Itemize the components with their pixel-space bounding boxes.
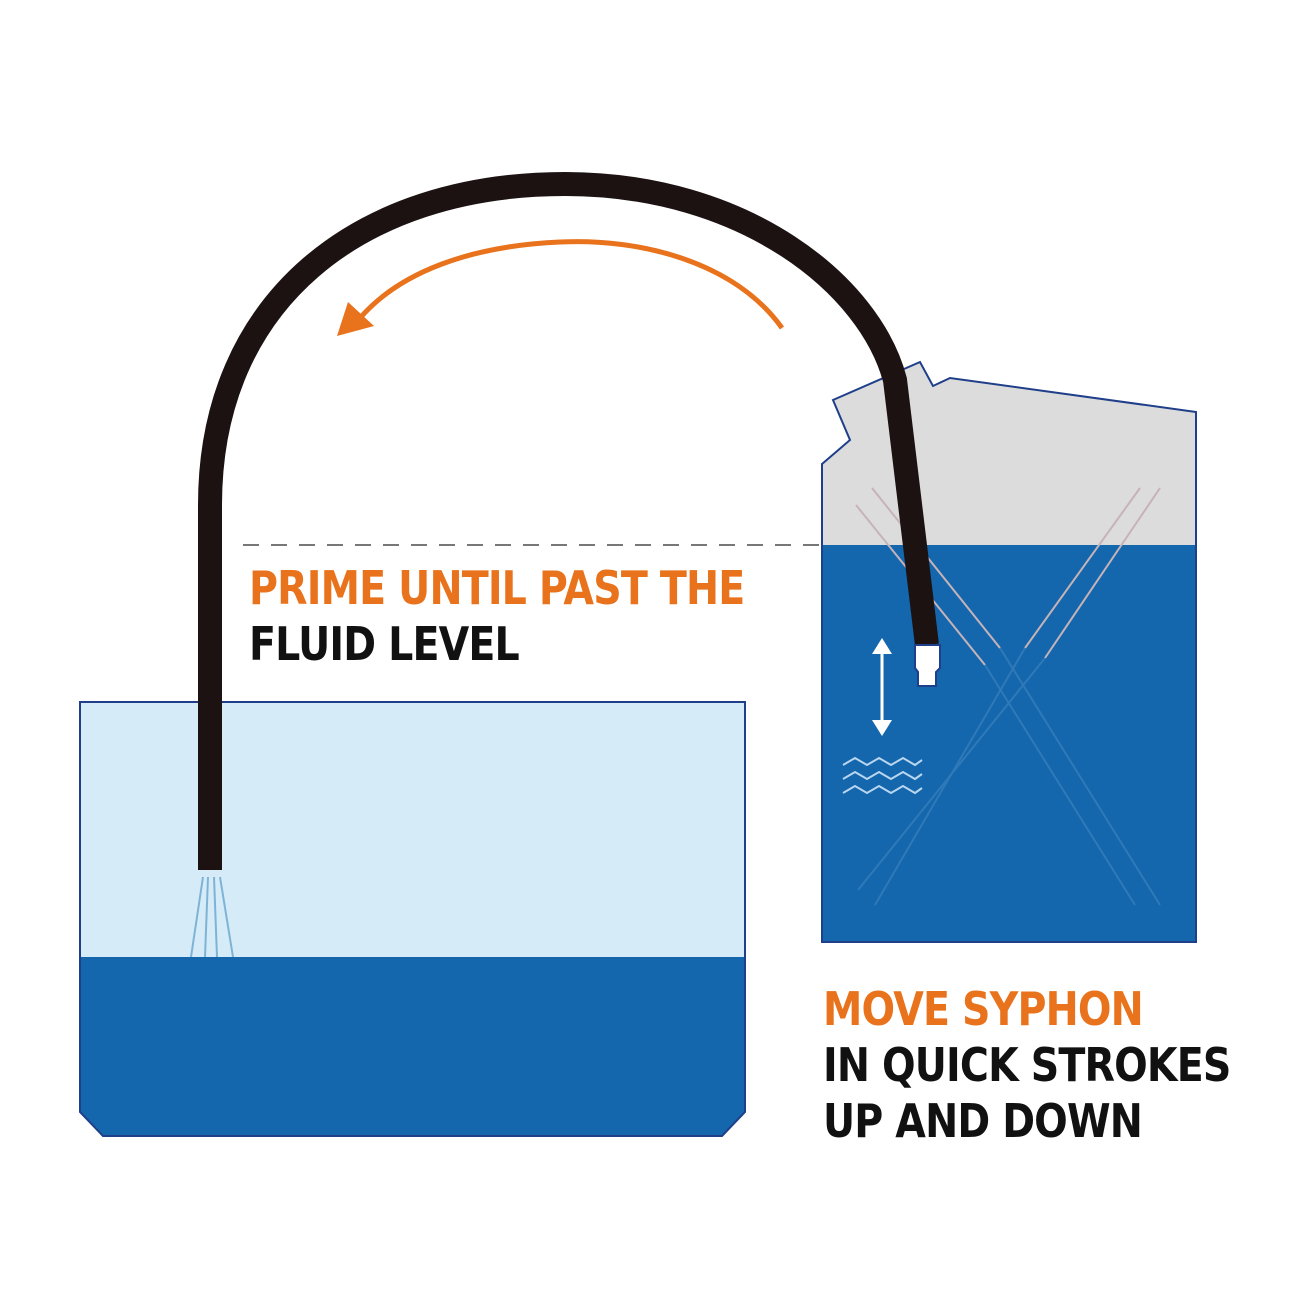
flow-direction-arrow bbox=[337, 239, 785, 336]
tub-outline bbox=[79, 701, 746, 1137]
prime-caption: PRIME UNTIL PAST THE FLUID LEVEL bbox=[249, 560, 745, 672]
move-caption-line2: IN QUICK STROKES bbox=[823, 1038, 1231, 1092]
flow-arrowhead-icon bbox=[337, 302, 374, 336]
move-caption-line1: MOVE SYPHON bbox=[823, 982, 1144, 1036]
source-container bbox=[821, 360, 1197, 943]
ripple-icon bbox=[842, 756, 923, 795]
syphon-hose bbox=[198, 171, 939, 870]
tub-upper-fill bbox=[80, 702, 745, 957]
move-caption-line3: UP AND DOWN bbox=[823, 1094, 1143, 1148]
container-outline bbox=[821, 360, 1197, 943]
move-caption: MOVE SYPHON IN QUICK STROKES UP AND DOWN bbox=[823, 981, 1231, 1149]
destination-tub bbox=[79, 701, 746, 1137]
prime-caption-line2: FLUID LEVEL bbox=[249, 617, 520, 671]
up-down-arrow-icon bbox=[872, 638, 892, 736]
tub-water bbox=[80, 957, 745, 1136]
container-fluid bbox=[822, 545, 1196, 942]
prime-caption-line1: PRIME UNTIL PAST THE bbox=[249, 561, 745, 615]
container-ribs bbox=[855, 487, 1161, 906]
outflow-streams bbox=[190, 876, 234, 958]
syphon-nozzle bbox=[914, 644, 941, 687]
